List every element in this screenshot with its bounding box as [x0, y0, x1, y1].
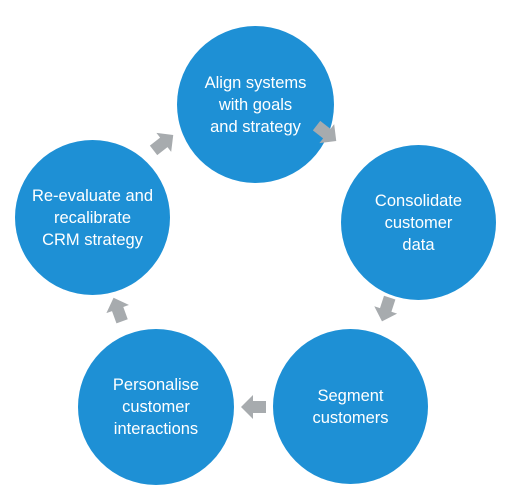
node-consolidate-data: Consolidate customer data	[341, 145, 496, 300]
arrow-consolidate-to-segment	[374, 295, 398, 322]
node-label-personalise-interactions: Personalise customer interactions	[112, 376, 200, 438]
node-segment-customers: Segment customers	[273, 329, 428, 484]
node-personalise-interactions: Personalise customer interactions	[78, 329, 234, 485]
arrow-align-to-consolidate	[312, 120, 337, 144]
node-align-systems: Align systems with goals and strategy	[177, 26, 334, 183]
node-reevaluate-strategy: Re-evaluate and recalibrate CRM strategy	[15, 140, 170, 295]
arrow-segment-to-personalise	[241, 395, 266, 419]
arrow-personalise-to-reevaluate	[106, 297, 129, 324]
node-label-align-systems: Align systems with goals and strategy	[204, 73, 307, 136]
node-label-consolidate-data: Consolidate customer data	[374, 191, 463, 254]
node-label-reevaluate-strategy: Re-evaluate and recalibrate CRM strategy	[31, 186, 154, 249]
node-label-segment-customers: Segment customers	[312, 386, 389, 427]
arrow-reevaluate-to-align	[149, 132, 174, 156]
